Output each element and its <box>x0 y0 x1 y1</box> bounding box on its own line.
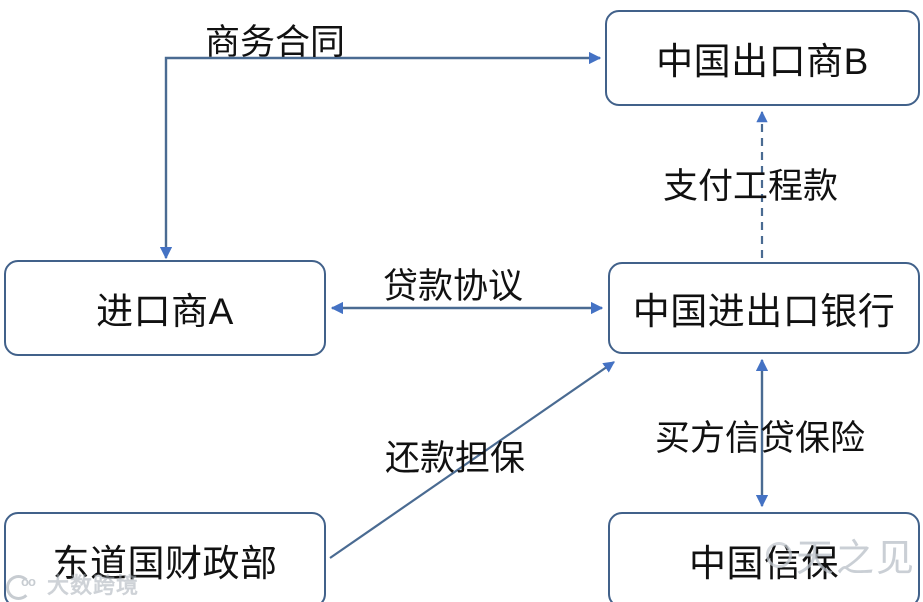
edge-label-business-contract: 商务合同 <box>205 23 346 62</box>
edge-label-repayment-guarantee: 还款担保 <box>385 439 526 478</box>
node-importer-a[interactable]: 进口商A <box>4 260 326 356</box>
node-exim-bank[interactable]: 中国进出口银行 <box>608 262 920 354</box>
node-host-mof[interactable]: 东道国财政部 <box>4 512 326 602</box>
node-sinosure[interactable]: 中国信保 <box>608 512 920 602</box>
edge-label-loan-agreement: 贷款协议 <box>383 267 524 306</box>
edge-label-buyer-credit-insurance: 买方信贷保险 <box>655 419 866 458</box>
node-sinosure-label: 中国信保 <box>689 543 839 584</box>
node-exporter-b-label: 中国出口商B <box>656 41 869 82</box>
node-host-mof-label: 东道国财政部 <box>52 543 278 584</box>
node-importer-a-label: 进口商A <box>96 291 234 332</box>
node-exim-bank-label: 中国进出口银行 <box>632 291 896 332</box>
node-exporter-b[interactable]: 中国出口商B <box>605 10 920 106</box>
edge-label-pay-project-funds: 支付工程款 <box>663 167 839 206</box>
edge-business-contract <box>159 51 602 260</box>
